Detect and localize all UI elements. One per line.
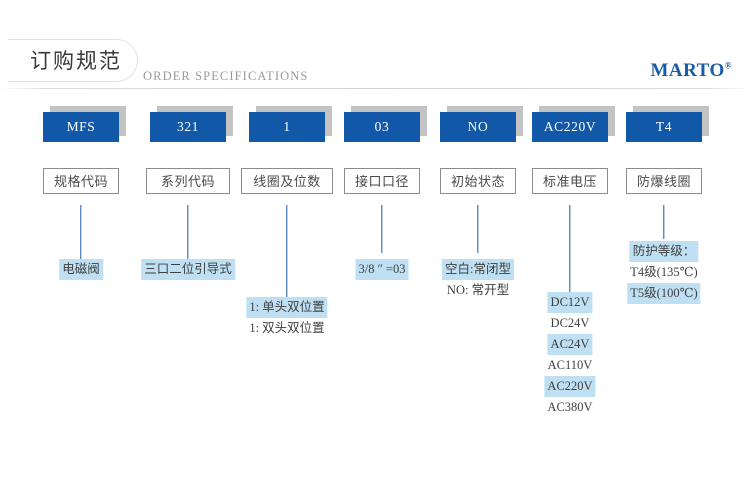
connector-line-3 xyxy=(286,205,288,297)
option-item: 防护等级： xyxy=(627,241,700,262)
option-item-text: DC12V xyxy=(547,292,593,313)
field-label-2: 系列代码 xyxy=(146,168,230,194)
field-label-5: 初始状态 xyxy=(440,168,516,194)
option-item: AC24V xyxy=(544,334,595,355)
brand-logo: MARTO® xyxy=(650,60,732,82)
brand-name: MARTO xyxy=(650,60,725,81)
option-list-5: 空白:常闭型 NO: 常开型 xyxy=(442,259,514,301)
code-chip-label: MFS xyxy=(43,112,119,142)
code-chip-label: 03 xyxy=(344,112,420,142)
option-item: 3/8 ″ =03 xyxy=(355,259,409,280)
option-item: 三口二位引导式 xyxy=(141,259,235,280)
option-item-text: NO: 常开型 xyxy=(446,283,510,297)
option-item-text: AC24V xyxy=(547,334,593,355)
option-item-text: T5级(100℃) xyxy=(627,283,701,304)
code-chip-label: T4 xyxy=(626,112,702,142)
title-tab-shape xyxy=(8,39,138,82)
header-divider xyxy=(0,88,750,89)
option-list-7: 防护等级： T4级(135℃) T5级(100℃) xyxy=(627,241,701,304)
option-item-text: 防护等级： xyxy=(629,241,699,262)
option-item-text: 三口二位引导式 xyxy=(141,259,235,280)
option-item: DC24V xyxy=(544,313,595,334)
code-chip-2: 321 xyxy=(150,106,233,142)
option-item: 空白:常闭型 xyxy=(442,259,514,280)
connector-line-7 xyxy=(663,205,665,239)
code-chip-label: AC220V xyxy=(532,112,608,142)
connector-line-4 xyxy=(381,205,383,253)
option-list-6: DC12V DC24V AC24V AC110V AC220V AC380V xyxy=(544,292,596,418)
connector-line-6 xyxy=(569,205,571,292)
code-chip-1: MFS xyxy=(43,106,126,142)
option-item-text: 空白:常闭型 xyxy=(442,259,514,280)
field-label-3: 线圈及位数 xyxy=(241,168,333,194)
connector-line-1 xyxy=(80,205,82,263)
code-chip-4: 03 xyxy=(344,106,427,142)
connector-line-2 xyxy=(187,205,189,263)
option-item: 1: 双头双位置 xyxy=(246,318,327,339)
code-chip-6: AC220V xyxy=(532,106,615,142)
page-title-en: ORDER SPECIFICATIONS xyxy=(143,69,309,83)
code-chip-label: 1 xyxy=(249,112,325,142)
option-item-text: 3/8 ″ =03 xyxy=(355,259,409,280)
code-chip-3: 1 xyxy=(249,106,332,142)
code-chip-7: T4 xyxy=(626,106,709,142)
option-item: 电磁阀 xyxy=(59,259,103,280)
option-list-4: 3/8 ″ =03 xyxy=(355,259,409,280)
option-item-text: 电磁阀 xyxy=(59,259,103,280)
field-label-4: 接口口径 xyxy=(344,168,420,194)
option-list-3: 1: 单头双位置 1: 双头双位置 xyxy=(246,297,328,339)
code-chip-label: 321 xyxy=(150,112,226,142)
option-item-text: 1: 单头双位置 xyxy=(246,297,328,318)
option-item: AC380V xyxy=(544,397,595,418)
option-item-text: 1: 双头双位置 xyxy=(249,321,325,335)
connector-line-5 xyxy=(477,205,479,253)
option-list-1: 电磁阀 xyxy=(59,259,103,280)
option-list-2: 三口二位引导式 xyxy=(141,259,235,280)
code-chip-label: NO xyxy=(440,112,516,142)
page-header: 订购规范 ORDER SPECIFICATIONS MARTO® xyxy=(0,0,750,89)
option-item: NO: 常开型 xyxy=(442,280,514,301)
option-item-text: DC24V xyxy=(550,316,590,330)
page-title-cn: 订购规范 xyxy=(30,49,122,73)
field-label-1: 规格代码 xyxy=(43,168,119,194)
registered-trademark-icon: ® xyxy=(724,60,732,71)
code-chip-5: NO xyxy=(440,106,523,142)
option-item: T5级(100℃) xyxy=(627,283,701,304)
field-label-7: 防爆线圈 xyxy=(626,168,702,194)
option-item: DC12V xyxy=(544,292,595,313)
option-item-text: AC220V xyxy=(544,376,596,397)
option-item: 1: 单头双位置 xyxy=(246,297,328,318)
option-item: AC220V xyxy=(544,376,596,397)
option-item-text: AC380V xyxy=(547,400,593,414)
option-item: AC110V xyxy=(544,355,595,376)
field-label-6: 标准电压 xyxy=(532,168,608,194)
option-item-text: AC110V xyxy=(547,358,593,372)
option-item: T4级(135℃) xyxy=(627,262,700,283)
option-item-text: T4级(135℃) xyxy=(630,265,698,279)
